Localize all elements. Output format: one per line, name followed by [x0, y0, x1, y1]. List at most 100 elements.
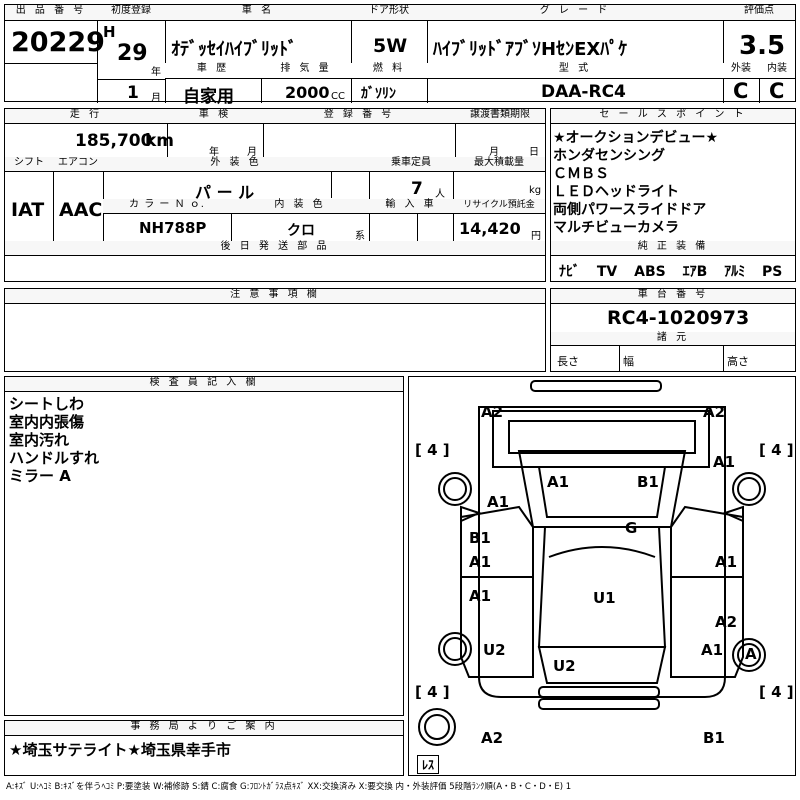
- width-label: 幅: [623, 355, 634, 368]
- sales-point-item: ★オークションデビュー★: [553, 130, 719, 146]
- inspector-note: 室内内張傷: [9, 413, 85, 431]
- mark-fender-l: A1: [487, 493, 510, 511]
- door-label: ドア形状: [351, 5, 427, 21]
- reg-year: 29: [117, 41, 148, 66]
- chassis-number: RC4-1020973: [607, 307, 750, 329]
- mark-fr-a2: A2: [703, 403, 726, 421]
- car-outline: [418, 380, 766, 746]
- mark-tire-rr: [ 4 ]: [759, 683, 794, 701]
- sales-label: セ ー ル ス ポ イ ン ト: [551, 109, 795, 124]
- equip-item: ﾅﾋﾞ: [559, 264, 580, 280]
- legend: A:ｷｽﾞ U:ﾍｺﾐ B:ｷｽﾞを伴うﾍｺﾐ P:要塗装 W:補修跡 S:錆 …: [6, 782, 572, 792]
- ac-label: エアコン: [53, 157, 103, 172]
- equip-item: PS: [762, 264, 783, 280]
- mark-roof: U1: [593, 589, 616, 607]
- grade-label: グ レ ー ド: [427, 5, 723, 21]
- score-label: 評価点: [723, 5, 795, 21]
- inspector-label: 検 査 員 記 入 欄: [5, 377, 403, 392]
- capacity: 7: [411, 179, 423, 199]
- office-section: 事 務 局 よ り ご 案 内 ★埼玉サテライト★埼玉県幸手市: [4, 720, 404, 776]
- shift-label: シフト: [5, 157, 53, 172]
- chassis-label: 車 台 番 号: [551, 289, 795, 304]
- mileage-label: 走 行: [5, 109, 167, 124]
- cc-unit: CC: [331, 91, 345, 102]
- mark-door-fr: A1: [715, 553, 738, 571]
- ext-label: 外装: [723, 63, 759, 79]
- length-label: 長さ: [557, 355, 579, 368]
- later-parts-label: 後 日 発 送 部 品: [5, 241, 545, 256]
- ext-grade: C: [733, 79, 749, 103]
- notes-label: 注 意 事 項 欄: [5, 289, 545, 304]
- office-label: 事 務 局 よ り ご 案 内: [5, 721, 403, 736]
- mark-door-rl: A1: [469, 587, 492, 605]
- transfer-label: 譲渡書類期限: [455, 109, 545, 124]
- office-text: ★埼玉サテライト★埼玉県幸手市: [9, 741, 231, 759]
- inspector-note: ミラー A: [9, 467, 71, 485]
- reg-month: 1: [127, 83, 139, 103]
- mark-hood-l: A1: [547, 473, 570, 491]
- mileage: 185,700: [75, 131, 153, 151]
- mark-trunk: U2: [553, 657, 576, 675]
- capacity-label: 乗車定員: [369, 157, 453, 172]
- equip-item: ｱﾙﾐ: [724, 264, 746, 280]
- car-name: ｵﾃﾞｯｾｲﾊｲﾌﾞﾘｯﾄﾞ: [171, 39, 297, 60]
- transfer-day-unit: 日: [529, 147, 539, 158]
- cc-label: 排 気 量: [261, 63, 351, 79]
- mark-spare: ﾚｽ: [417, 755, 440, 774]
- history-label: 車 歴: [165, 63, 261, 79]
- mark-tire-fl: [ 4 ]: [415, 441, 450, 459]
- capacity-unit: 人: [435, 189, 445, 200]
- sales-point-item: 両側パワースライドドア: [553, 202, 707, 218]
- mark-hood-r: B1: [637, 473, 659, 491]
- transfer-month-unit: 月: [489, 147, 499, 158]
- maxload-label: 最大積載量: [453, 157, 545, 172]
- door-type: 5W: [373, 35, 408, 57]
- mark-rear-l: U2: [483, 641, 506, 659]
- chassis-section: 車 台 番 号 RC4-1020973 諸 元 長さ 幅 高さ: [550, 288, 796, 372]
- header-section: 出 品 番 号 20229 初度登録 H 29 年 1 月 車 名 ｵﾃﾞｯｾｲ…: [4, 4, 796, 107]
- ac: AAC: [59, 199, 103, 221]
- sales-point-item: ホンダセンシング: [553, 148, 665, 164]
- mark-door-rr: A2: [715, 613, 738, 631]
- month-unit: 月: [151, 93, 161, 104]
- equipment-list: ﾅﾋﾞ TV ABS ｴｱB ｱﾙﾐ PS PW: [559, 261, 800, 281]
- fuel-label: 燃 料: [351, 63, 427, 79]
- mark-fl-a2: A2: [481, 403, 504, 421]
- mark-tire-rr-a: A: [745, 645, 757, 663]
- sales-point-item: ＣＭＢＳ: [553, 166, 609, 182]
- notes-section: 注 意 事 項 欄: [4, 288, 546, 372]
- mark-door-fl-a: A1: [469, 553, 492, 571]
- shift: IAT: [11, 199, 45, 221]
- spec-label: 諸 元: [551, 332, 795, 346]
- inspector-note: シートしわ: [9, 395, 85, 413]
- recycle-unit: 円: [531, 231, 541, 242]
- height-label: 高さ: [727, 355, 749, 368]
- details-section: 走 行 車 検 登 録 番 号 譲渡書類期限 185,700 km 年 月 月 …: [4, 108, 546, 282]
- recycle-label: リサイクル預託金: [453, 199, 545, 214]
- fuel: ｶﾞｿﾘﾝ: [361, 86, 396, 102]
- sales-point-section: セ ー ル ス ポ イ ン ト ★オークションデビュー★ ホンダセンシング ＣＭ…: [550, 108, 800, 282]
- int-label: 内装: [759, 63, 795, 79]
- sales-point-item: マルチビューカメラ: [553, 220, 679, 236]
- import-label: 輸 入 車: [369, 199, 453, 214]
- mark-glass: G: [625, 519, 638, 537]
- recycle: 14,420: [459, 219, 521, 238]
- intcolor-unit: 系: [355, 231, 365, 242]
- int-grade: C: [769, 79, 785, 103]
- maxload-unit: kg: [529, 185, 542, 196]
- insp-year-unit: 年: [209, 147, 219, 158]
- inspector-note: 室内汚れ: [9, 431, 70, 449]
- equip-item: ｴｱB: [682, 264, 708, 280]
- colorno: NH788P: [139, 219, 207, 237]
- car-diagram: A2 A2 [ 4 ] [ 4 ] A1 A1 A1 B1 B1 G A1 A1…: [408, 376, 796, 776]
- mark-door-fl-b: B1: [469, 529, 491, 547]
- mark-fender-r: A1: [713, 453, 736, 471]
- mark-rr-a2: A2: [481, 729, 504, 747]
- color-label: 外 装 色: [103, 157, 369, 172]
- color: パ ー ル: [195, 183, 255, 202]
- mark-rr-b1: B1: [703, 729, 725, 747]
- name-label: 車 名: [165, 5, 351, 21]
- sales-point-item: ＬＥＤヘッドライト: [553, 184, 679, 200]
- inspection-label: 車 検: [167, 109, 263, 124]
- era: H: [103, 23, 116, 41]
